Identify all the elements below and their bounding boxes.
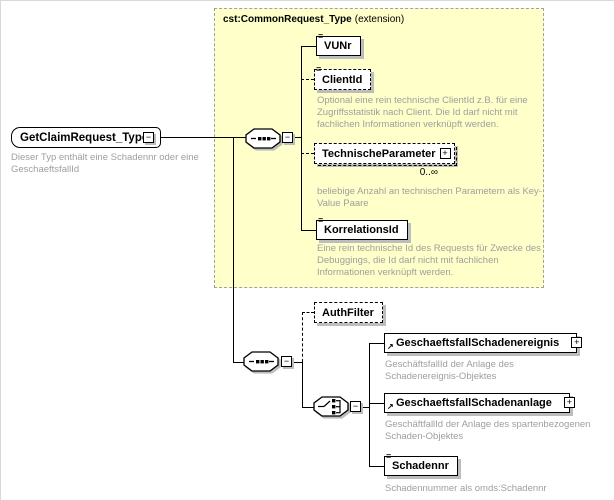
connector-line [369, 466, 384, 467]
content-lines-icon: ≡ [316, 64, 322, 74]
connector-line [301, 230, 316, 231]
occurrence-indicator: 0..∞ [419, 167, 438, 178]
content-lines-icon: ≡ [318, 215, 324, 225]
element-label: AuthFilter [322, 306, 374, 319]
collapse-button[interactable]: − [143, 132, 154, 143]
connector-line [293, 137, 302, 138]
extension-title: cst:CommonRequest_Type(extension) [223, 14, 404, 25]
connector-line [302, 362, 303, 407]
connector-line-optional [301, 79, 314, 80]
connector-line [233, 362, 244, 363]
content-lines-icon: ≡ [386, 451, 392, 461]
choice-compositor[interactable] [313, 395, 353, 421]
connector-line [369, 343, 384, 344]
sequence-compositor[interactable] [245, 127, 285, 153]
element-description: Optional eine rein technische ClientId z… [317, 95, 528, 130]
connector-line [233, 137, 234, 362]
extension-type-name: cst:CommonRequest_Type [223, 14, 352, 25]
connector-line [362, 407, 369, 408]
element-clientid[interactable]: ≡ ClientId [314, 65, 372, 90]
root-element-getclaimrequest-type[interactable]: GetClaimRequest_Type [11, 127, 162, 148]
reference-arrow-icon: ↗ [387, 342, 394, 351]
element-label: KorrelationsId [324, 224, 399, 236]
connector-line-optional [302, 312, 314, 313]
collapse-button[interactable]: − [281, 356, 292, 367]
root-element-label: GetClaimRequest_Type [20, 131, 149, 144]
element-description: GeschäftsfallId der Anlage des Schadener… [385, 359, 514, 382]
connector-line-optional [302, 312, 303, 362]
element-label: GeschaeftsfallSchadenereignis [396, 337, 560, 349]
element-description: Schadennummer als omds:Schadennr [385, 483, 547, 494]
connector-line [369, 343, 370, 467]
element-korrelationsid[interactable]: ≡ KorrelationsId [316, 216, 408, 240]
extension-suffix: (extension) [354, 14, 405, 25]
element-label: ClientId [322, 73, 363, 86]
sequence-compositor[interactable] [243, 350, 283, 376]
connector-line [301, 46, 302, 231]
element-schadennr[interactable]: ≡ Schadennr [384, 452, 458, 476]
collapse-button[interactable]: − [350, 401, 361, 412]
element-description: GeschäftfallId der Anlage des spartenbez… [385, 419, 591, 442]
expand-button[interactable]: + [571, 337, 583, 348]
element-technische-parameter[interactable]: TechnischeParameter + [314, 143, 457, 166]
element-label: Schadennr [392, 460, 449, 472]
element-geschaeftsfall-schadenanlage[interactable]: ↗ GeschaeftsfallSchadenanlage + [384, 393, 575, 413]
expand-button[interactable]: + [563, 397, 575, 408]
element-authfilter[interactable]: AuthFilter [314, 302, 383, 323]
connector-line [154, 137, 246, 138]
collapse-button[interactable]: − [282, 132, 293, 143]
element-geschaeftsfall-schadenereignis[interactable]: ↗ GeschaeftsfallSchadenereignis + [384, 333, 583, 353]
connector-line [369, 403, 384, 404]
expand-button[interactable]: + [439, 148, 451, 159]
element-label: VUNr [324, 40, 352, 52]
element-label: GeschaeftsfallSchadenanlage [396, 397, 552, 409]
element-label: TechnischeParameter [322, 147, 436, 160]
element-description: Eine rein technische Id des Requests für… [317, 243, 541, 278]
connector-line [293, 362, 303, 363]
root-description: Dieser Typ enthält eine Schadennr oder e… [11, 152, 199, 175]
connector-line [301, 46, 316, 47]
connector-line [302, 407, 314, 408]
element-description: beliebige Anzahl an technischen Paramete… [317, 186, 542, 209]
content-lines-icon: ≡ [318, 31, 324, 41]
reference-arrow-icon: ↗ [387, 402, 394, 411]
connector-line-optional [301, 153, 314, 154]
element-vunr[interactable]: ≡ VUNr [316, 32, 361, 56]
